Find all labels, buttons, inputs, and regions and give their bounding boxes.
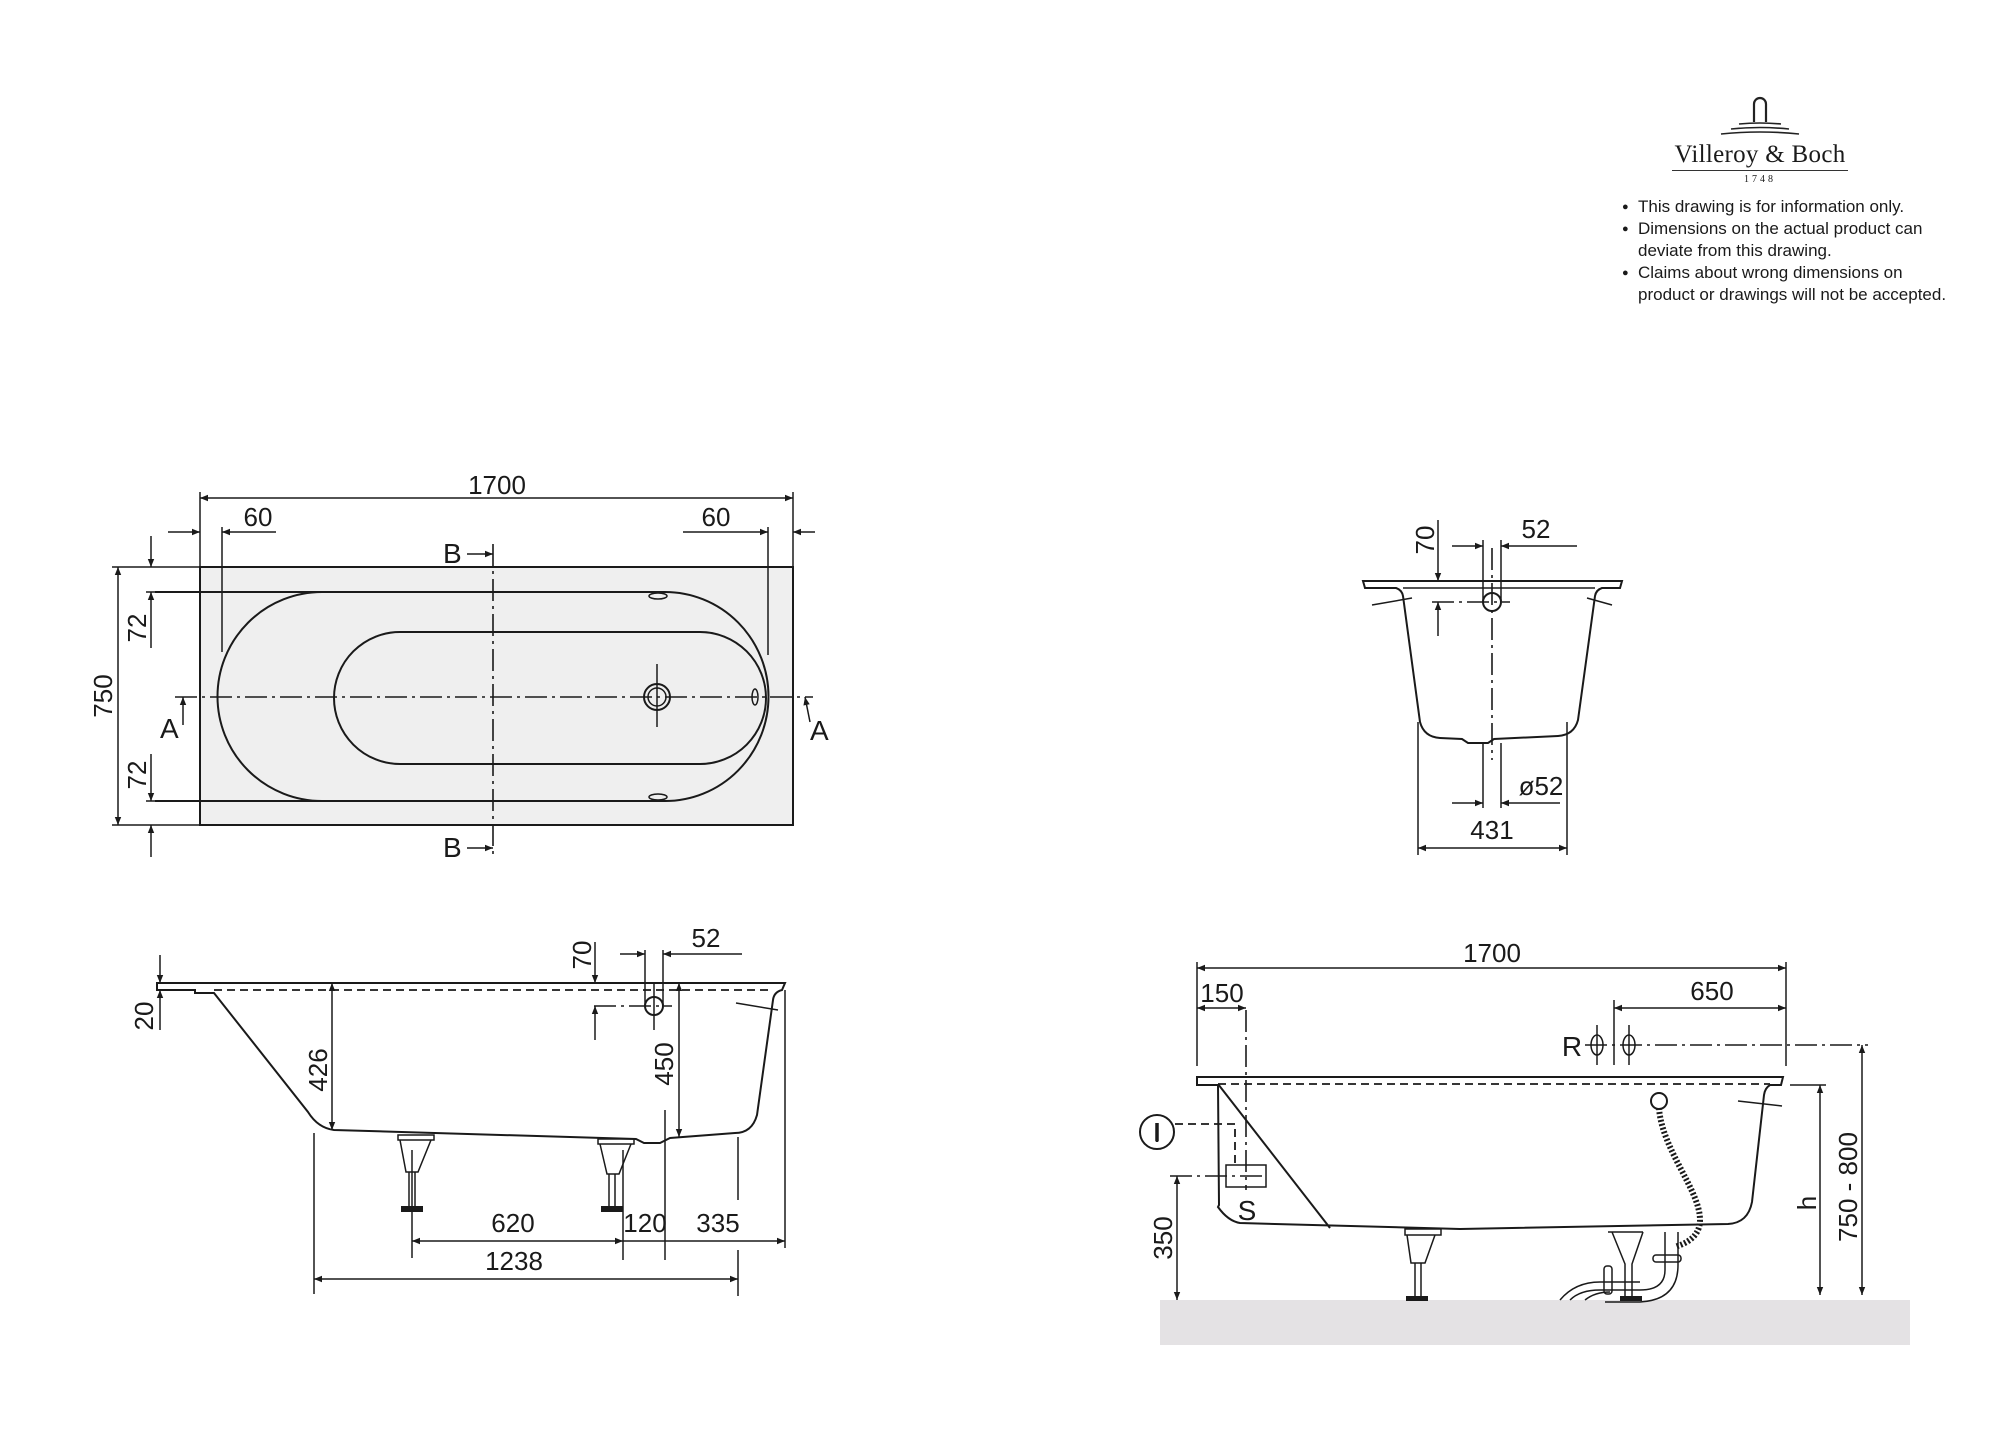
leg-left: [397, 1134, 435, 1212]
long-base-length-dim: 1238: [485, 1246, 543, 1276]
brand-name: Villeroy & Boch: [1672, 141, 1848, 171]
plan-width-dim: 750: [88, 674, 118, 717]
long-depth-overall-dim: 450: [649, 1042, 679, 1085]
plan-rim-bottom-dim: 72: [122, 761, 152, 790]
install-siphon-offset-dim: 150: [1200, 978, 1243, 1008]
inlet-label: I: [1153, 1117, 1161, 1148]
long-rim-thickness-dim: 20: [129, 1002, 159, 1031]
section-b-top: B: [443, 538, 462, 569]
brand-logo: Villeroy & Boch 1748: [1640, 92, 1880, 185]
disclaimer-item: Claims about wrong dimensions on product…: [1622, 262, 1952, 306]
plan-rim-top-dim: 72: [122, 614, 152, 643]
xsec-waste-diameter-dim: ø52: [1519, 771, 1564, 801]
disclaimer-list: This drawing is for information only. Di…: [1622, 196, 1952, 306]
xsec-base-width-dim: 431: [1470, 815, 1513, 845]
disclaimer-item: Dimensions on the actual product can dev…: [1622, 218, 1952, 262]
siphon-label: S: [1238, 1195, 1257, 1226]
long-overflow-diameter-dim: 52: [692, 923, 721, 953]
xsec-overflow-drop-dim: 70: [1410, 526, 1440, 555]
section-a-left: A: [160, 713, 179, 744]
cross-section-view: 70 52 ø52 431: [1361, 514, 1624, 855]
brand-year: 1748: [1744, 174, 1776, 185]
plan-rim-left-dim: 60: [244, 502, 273, 532]
long-section-view: 20 426 70 52 450 620 120 335 1238: [129, 923, 787, 1296]
disclaimer-item: This drawing is for information only.: [1622, 196, 1952, 218]
section-b-bottom: B: [443, 832, 462, 863]
floor: [1160, 1300, 1910, 1345]
long-depth-left-dim: 426: [303, 1048, 333, 1091]
plan-length-dim: 1700: [468, 470, 526, 500]
faucet-arch-icon: [1720, 96, 1800, 135]
long-overflow-drop-dim: 70: [567, 941, 597, 970]
long-waste-to-end-dim: 335: [696, 1208, 739, 1238]
install-tap-height-dim: 750 - 800: [1833, 1132, 1863, 1242]
plan-view: 1700 60 60 750 72 72 A A B B: [88, 470, 829, 863]
long-leg-to-waste-dim: 120: [623, 1208, 666, 1238]
tub-outline: [200, 567, 793, 825]
xsec-overflow-diameter-dim: 52: [1522, 514, 1551, 544]
install-tub-height-dim: h: [1792, 1196, 1822, 1210]
installation-view: I S 350 1700 150 650 R h 750 - 800: [1139, 938, 1910, 1345]
install-length-dim: 1700: [1463, 938, 1521, 968]
leg-right: [597, 1138, 635, 1212]
tap-label: R: [1562, 1031, 1582, 1062]
plan-rim-right-dim: 60: [702, 502, 731, 532]
install-tap-offset-dim: 650: [1690, 976, 1733, 1006]
install-siphon-height-dim: 350: [1148, 1216, 1178, 1259]
section-a-right: A: [810, 715, 829, 746]
long-leg-spacing-dim: 620: [491, 1208, 534, 1238]
